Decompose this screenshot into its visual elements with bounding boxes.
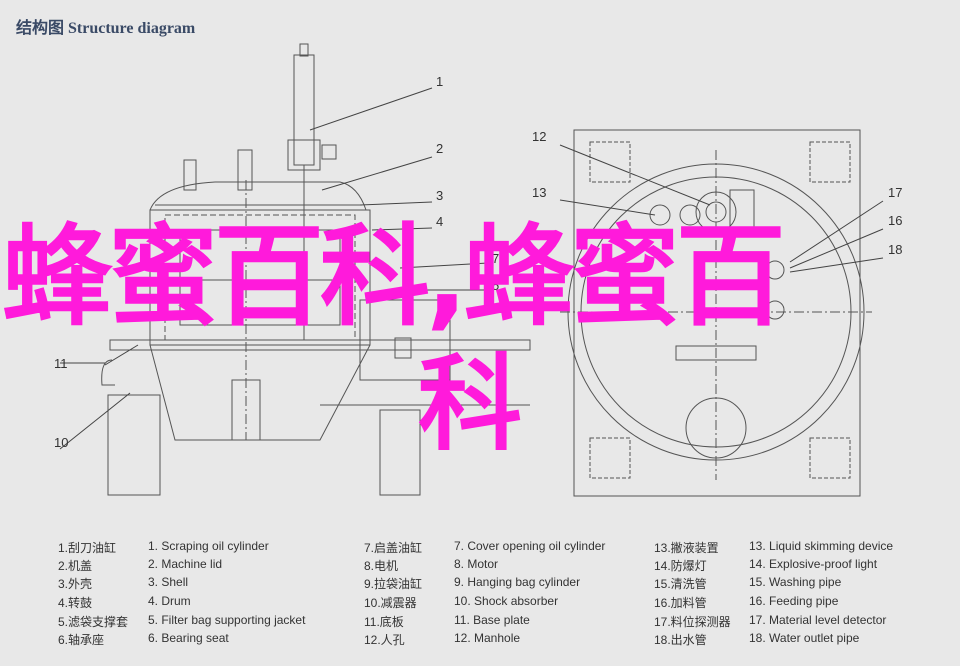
callout-18: 18	[888, 242, 902, 257]
callout-11: 11	[54, 356, 68, 371]
top-view	[560, 129, 872, 497]
callout-labels: 1 2 3 4 7 5 11 10 8 9 12 13 17 16 18	[54, 74, 902, 450]
watermark-overlay-line1: 蜂蜜百科,蜂蜜百	[2, 213, 786, 341]
callout-7: 7	[492, 251, 499, 266]
callout-10: 10	[54, 435, 68, 450]
callout-5: 5	[492, 278, 499, 293]
leader-lines-left	[59, 87, 489, 450]
callout-8: 8	[496, 353, 503, 368]
side-elevation-view	[101, 43, 531, 496]
watermark-overlay-line2: 科	[418, 343, 523, 465]
callout-2: 2	[436, 141, 443, 156]
diagram-title: 结构图 Structure diagram	[16, 20, 196, 37]
callout-12: 12	[532, 129, 546, 144]
callout-17: 17	[888, 185, 902, 200]
callout-1: 1	[436, 74, 443, 89]
callout-13: 13	[532, 185, 546, 200]
callout-16: 16	[888, 213, 902, 228]
callout-4: 4	[436, 214, 443, 229]
callout-3: 3	[436, 188, 443, 203]
callout-9: 9	[496, 380, 503, 395]
leader-lines-right	[559, 144, 884, 273]
